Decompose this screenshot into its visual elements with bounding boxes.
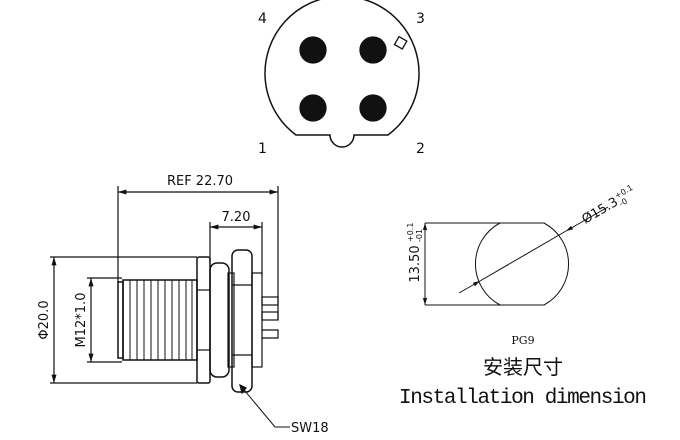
pin-face-view: 4 3 1 2 [258, 0, 425, 157]
ref-length-label: REF 22.70 [167, 174, 233, 189]
pin-4 [299, 36, 327, 64]
pin-label-1: 1 [258, 141, 267, 157]
diameter-tol-minus: -0 [618, 197, 629, 209]
flat-width-tol-minus: -01 [415, 229, 424, 242]
flat-width-label: 13.50 [408, 245, 423, 282]
wrench-size-label: SW18 [291, 421, 329, 436]
outer-diameter-label: Φ20.0 [37, 300, 52, 339]
thread-label: M12*1.0 [74, 293, 89, 348]
pin-label-4: 4 [258, 11, 267, 27]
type-label: PG9 [511, 334, 534, 347]
installation-cutout: 13.50 +0.1 -01 Ø15.3 +0.1 -0 PG9 安装尺寸 In… [399, 183, 647, 410]
diameter-label: Ø15.3 [580, 195, 621, 228]
pin-2 [359, 94, 387, 122]
key-mark [393, 35, 408, 50]
nut-length-label: 7.20 [222, 210, 251, 225]
flat-width-tol-plus: +0.1 [406, 223, 415, 242]
pin-3 [359, 36, 387, 64]
title-en: Installation dimension [399, 387, 647, 410]
pin-1 [299, 94, 327, 122]
title-cn: 安装尺寸 [483, 355, 563, 379]
pin-label-3: 3 [416, 11, 425, 27]
pin-label-2: 2 [416, 141, 425, 157]
side-view: REF 22.70 7.20 Φ20.0 M12*1.0 SW18 [37, 174, 329, 436]
